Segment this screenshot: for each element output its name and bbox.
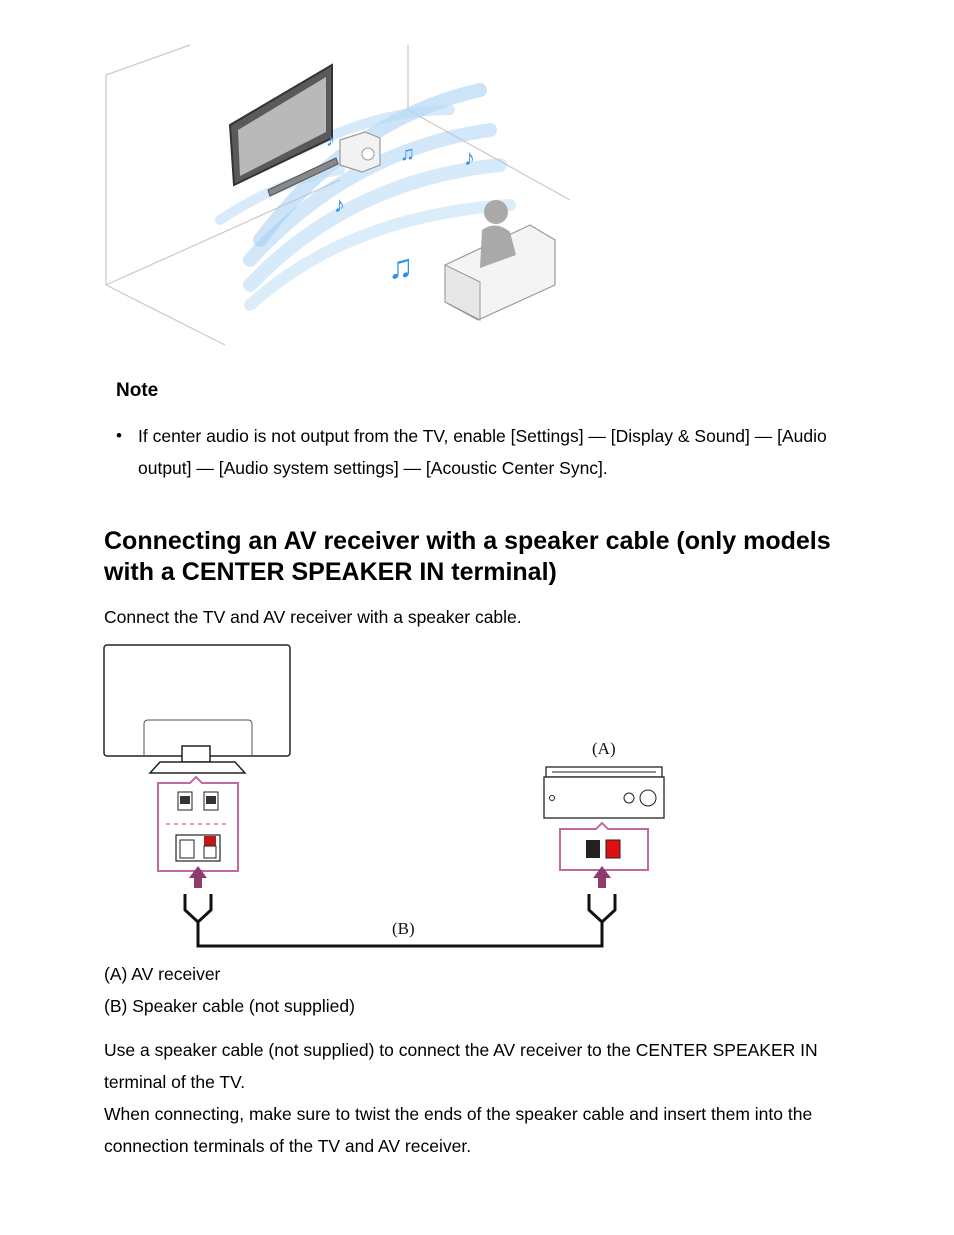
note-list: • If center audio is not output from the… (104, 420, 878, 484)
room-lines (105, 44, 571, 346)
legend-b: (B) Speaker cable (not supplied) (104, 996, 355, 1016)
tv-arrow-icon (189, 866, 207, 888)
list-item: • If center audio is not output from the… (116, 420, 878, 484)
sofa (444, 224, 556, 321)
music-note-icon: ♪ ♫ ♪ ♪ ♫ (326, 130, 475, 286)
svg-text:♫: ♫ (400, 143, 415, 165)
tv-illustration (228, 63, 333, 187)
svg-text:♪: ♪ (326, 130, 335, 150)
subwoofer (339, 131, 381, 173)
paragraph-twist-ends: When connecting, make sure to twist the … (104, 1104, 813, 1156)
soundbar (267, 157, 339, 197)
tv-neck (181, 745, 211, 763)
paragraph-cable-usage: Use a speaker cable (not supplied) to co… (104, 1040, 818, 1092)
note-bullet-text: If center audio is not output from the T… (138, 426, 827, 478)
receiver-terminals (586, 839, 621, 859)
section-heading: Connecting an AV receiver with a speaker… (104, 527, 831, 586)
person-silhouette (480, 200, 516, 268)
av-receiver (543, 766, 665, 819)
speaker-cable (183, 892, 617, 948)
note-title: Note (116, 380, 159, 401)
tv-upper-terminals (177, 791, 219, 811)
tv-outline (103, 644, 291, 757)
svg-text:♪: ♪ (334, 192, 345, 217)
svg-text:♫: ♫ (388, 249, 414, 286)
receiver-terminal-callout (559, 821, 649, 871)
label-a: (A) (592, 739, 616, 758)
legend-a: (A) AV receiver (104, 964, 221, 984)
tv-lower-panel (143, 719, 253, 756)
bullet-dot-icon: • (116, 426, 122, 445)
intro-text: Connect the TV and AV receiver with a sp… (104, 607, 522, 627)
room-illustration: ♪ ♫ ♪ ♪ ♫ (105, 44, 571, 346)
label-b: (B) (392, 919, 415, 938)
tv-stand (148, 761, 247, 774)
connection-diagram: (A) (B) (103, 644, 665, 948)
receiver-arrow-icon (593, 866, 611, 888)
center-speaker-in-terminal (175, 834, 221, 862)
svg-text:♪: ♪ (464, 145, 475, 170)
